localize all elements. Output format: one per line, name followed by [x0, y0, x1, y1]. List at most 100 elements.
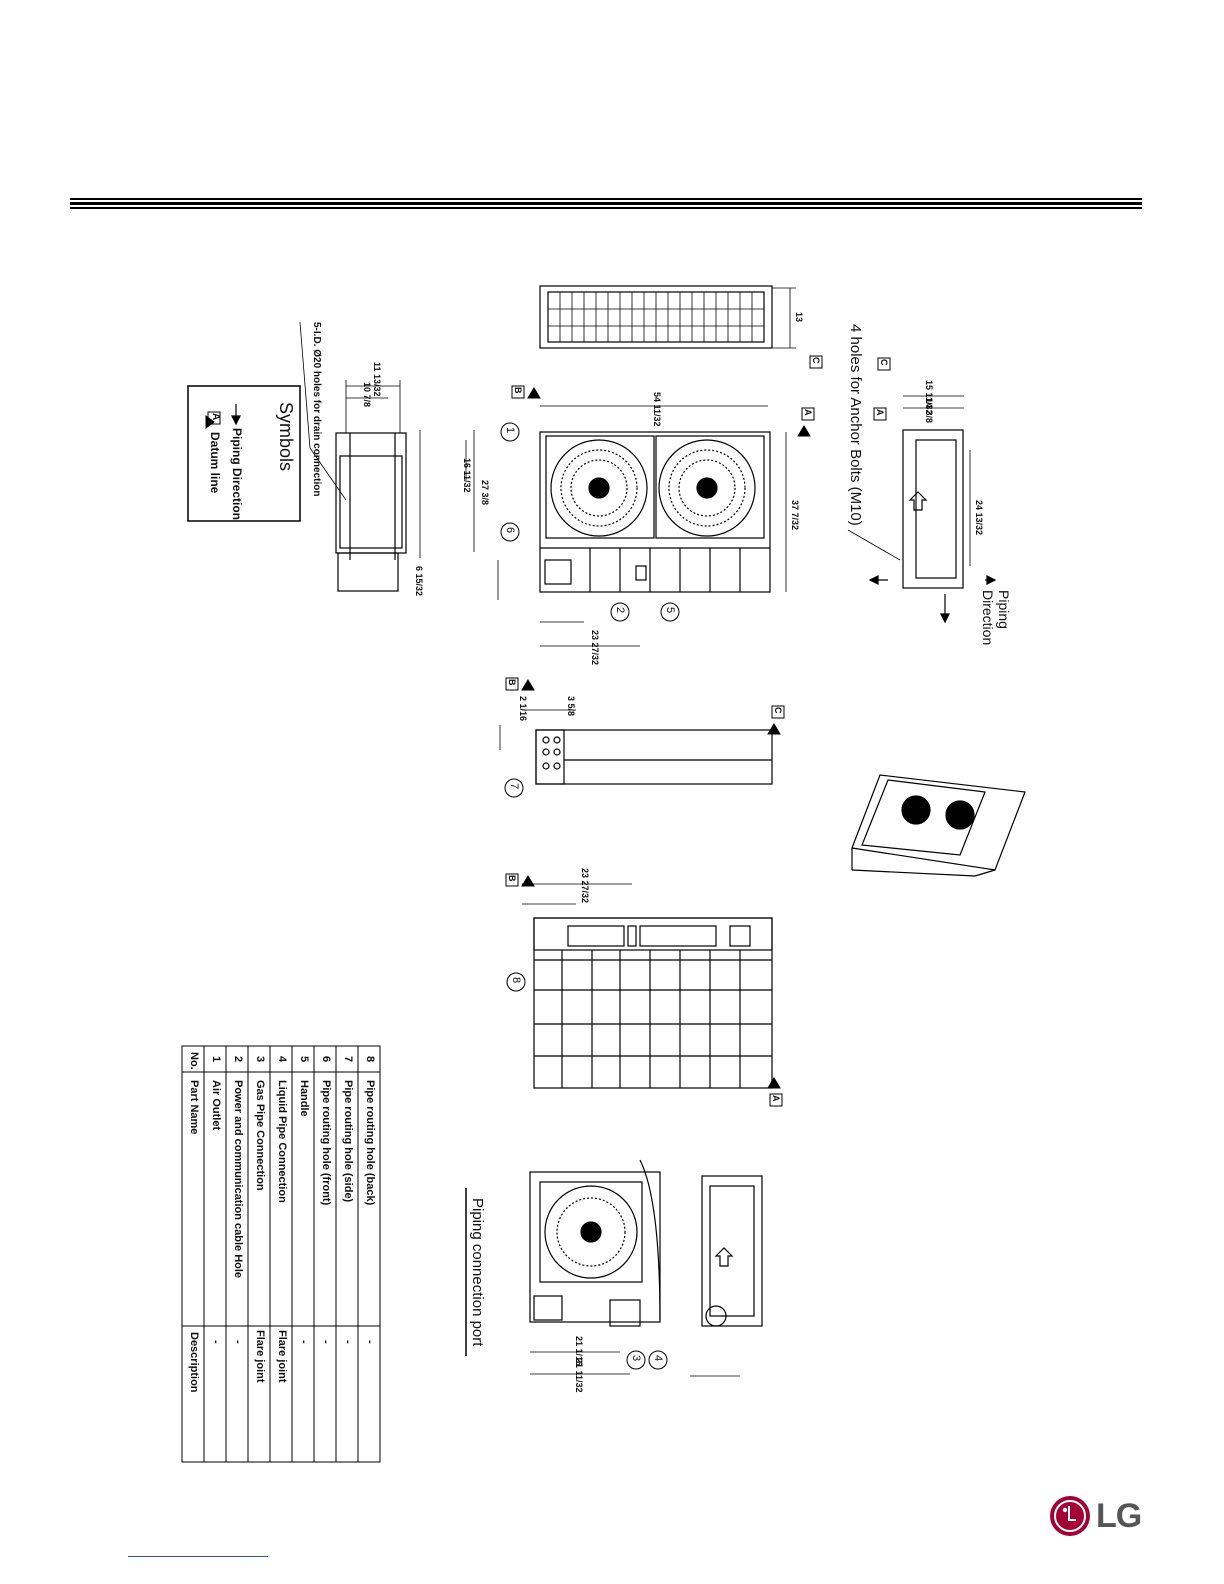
- footer-link-underline[interactable]: [128, 1556, 268, 1557]
- datum-C-label-top: C: [811, 357, 821, 364]
- parts-row-4-name: Liquid Pipe Connection: [276, 1080, 288, 1203]
- parts-row-8-no: 8: [364, 1056, 376, 1063]
- datum-A-box-back: [769, 1093, 783, 1107]
- parts-row-5-name: Handle: [298, 1080, 310, 1117]
- note-piping-direction-2: Direction: [980, 590, 996, 646]
- note-anchor-bolts: 4 holes for Anchor Bolts (M10): [847, 324, 864, 526]
- lg-logo: LG: [1050, 1496, 1142, 1536]
- top-view-grille: [539, 285, 796, 349]
- datum-A-label-back: A: [771, 1095, 781, 1102]
- datum-C-box-plan: [877, 357, 891, 371]
- dim-6: 6 15/32: [414, 566, 424, 597]
- parts-row-6-name: Pipe routing hole (front): [320, 1080, 332, 1206]
- note-piping-direction-1: Piping: [996, 590, 1012, 629]
- dim-54: 54 11/32: [652, 392, 662, 427]
- datum-B-label-back: B: [507, 875, 517, 882]
- callout-4-label: 4: [652, 1355, 664, 1362]
- callout-5-label: 5: [664, 607, 676, 614]
- parts-row-3-no: 3: [254, 1056, 266, 1063]
- dim-2-side: 2 1/16: [518, 696, 528, 722]
- parts-row-8-name: Pipe routing hole (back): [364, 1080, 376, 1206]
- parts-row-7-name: Pipe routing hole (side): [342, 1080, 354, 1203]
- side-view-middle: [499, 709, 773, 785]
- datum-C-label-side: C: [773, 707, 783, 714]
- callout-3: [626, 1350, 646, 1370]
- note-drain-holes: 5-I.D. Ø20 holes for drain connection: [311, 322, 322, 497]
- piping-port-side: [690, 1175, 763, 1377]
- piping-port-front: [529, 1159, 661, 1375]
- callout-6: [500, 522, 520, 542]
- parts-row-6-desc: -: [320, 1340, 332, 1344]
- callout-6-label: 6: [504, 527, 516, 534]
- parts-header-no: No.: [188, 1052, 200, 1070]
- dim-21b: 21 11/32: [574, 1358, 584, 1393]
- parts-header-description: Description: [188, 1332, 200, 1393]
- parts-row-8-desc: -: [364, 1340, 376, 1344]
- header-rule-thick: [70, 202, 1142, 205]
- callout-2-label: 2: [614, 607, 626, 614]
- dim-24: 24 13/32: [974, 500, 984, 536]
- parts-row-2-desc: -: [232, 1340, 244, 1344]
- header-rule-thin-bottom: [70, 207, 1142, 209]
- dim-37: 37 7/32: [790, 500, 800, 531]
- datum-B-label: B: [513, 387, 523, 394]
- callout-1: [500, 422, 520, 442]
- dim-23-front: 23 27/32: [590, 630, 600, 666]
- parts-row-7-desc: -: [342, 1340, 354, 1344]
- callout-4: [648, 1350, 668, 1370]
- parts-table-frame: [181, 1045, 381, 1463]
- datum-A-label: A: [803, 409, 813, 416]
- datum-B-label-side: B: [507, 679, 517, 686]
- datum-B-box: [511, 385, 525, 399]
- dim-10: 10 7/8: [362, 382, 372, 408]
- datum-C-box-top: [809, 355, 823, 369]
- parts-row-1-name: Air Outlet: [210, 1080, 222, 1131]
- datum-triangle-icon: [205, 415, 215, 429]
- parts-row-3-name: Gas Pipe Connection: [254, 1080, 266, 1191]
- symbols-datum-line: Datum line: [208, 432, 222, 494]
- symbols-piping-direction: Piping Direction: [230, 428, 244, 521]
- lg-logo-mark-icon: [1050, 1496, 1090, 1536]
- parts-header-part-name: Part Name: [188, 1080, 200, 1135]
- side-view-left: [299, 321, 475, 592]
- back-view-grid: [522, 883, 773, 1089]
- datum-A-label-plan: A: [875, 409, 885, 416]
- header-rule-thin-top: [70, 198, 1142, 200]
- parts-row-5-no: 5: [298, 1056, 310, 1063]
- parts-row-3-desc: Flare joint: [254, 1330, 266, 1383]
- parts-row-7-no: 7: [342, 1056, 354, 1063]
- parts-row-6-no: 6: [320, 1056, 332, 1063]
- callout-8-label: 8: [510, 977, 522, 984]
- callout-2: [610, 602, 630, 622]
- parts-row-1-desc: -: [210, 1340, 222, 1344]
- symbols-box: [187, 385, 301, 522]
- callout-1-label: 1: [504, 427, 516, 434]
- callout-3-label: 3: [630, 1355, 642, 1362]
- note-piping-connection-port: Piping connection port: [469, 1198, 486, 1347]
- dim-27: 27 3/8: [480, 480, 490, 506]
- bottom-view-anchor: [847, 395, 997, 624]
- callout-7: [504, 778, 524, 798]
- dim-14: 14 3/8: [924, 398, 934, 424]
- dim-16: 16 11/32: [462, 458, 472, 493]
- symbols-title: Symbols: [276, 402, 296, 472]
- callout-8: [506, 972, 526, 992]
- callout-7-label: 7: [508, 783, 520, 790]
- dim-11: 11 13/32: [372, 362, 382, 397]
- parts-row-4-desc: Flare joint: [276, 1330, 288, 1383]
- parts-row-2-name: Power and communication cable Hole: [232, 1080, 244, 1279]
- dim-3-side: 3 5/8: [566, 696, 576, 717]
- datum-B-box-back: [505, 873, 519, 887]
- front-view-fans: [497, 405, 787, 647]
- lg-logo-text: LG: [1096, 1496, 1142, 1535]
- callout-5: [660, 602, 680, 622]
- symbols-datum-label: A: [210, 413, 221, 421]
- isometric-view: [851, 774, 1026, 877]
- datum-C-label-plan: C: [879, 359, 889, 366]
- datum-A-box: [801, 407, 815, 421]
- datum-C-box-side: [771, 705, 785, 719]
- parts-row-1-no: 1: [210, 1056, 222, 1063]
- datum-A-box-plan: [873, 407, 887, 421]
- parts-row-2-no: 2: [232, 1056, 244, 1063]
